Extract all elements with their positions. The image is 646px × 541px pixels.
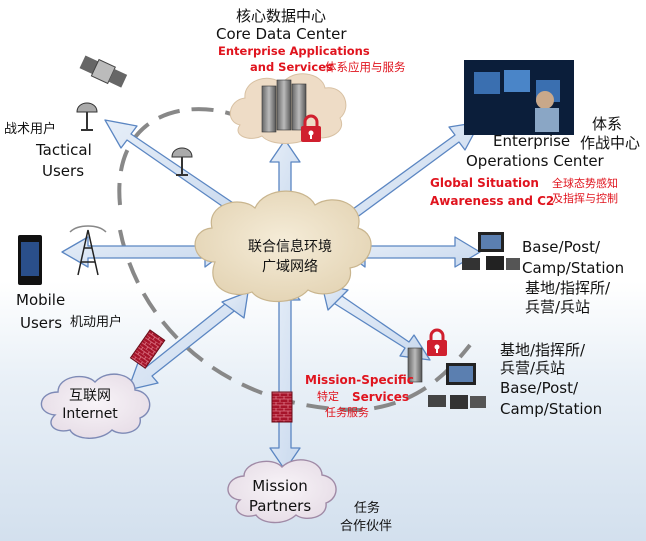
base-top-en-2: Camp/Station [522, 259, 625, 277]
dish-icon-2 [171, 147, 193, 176]
core-services-en-2: and Services [250, 60, 333, 74]
phone-icon [18, 235, 42, 285]
internet-en: Internet [62, 406, 118, 422]
arrow-internet-head [221, 291, 249, 319]
dish-icon-1 [76, 102, 98, 131]
lock-icon-base [427, 328, 447, 356]
base-top-cn-1: 基地/指挥所/ [525, 279, 611, 297]
workstations-top [462, 232, 520, 270]
operations-cn-2: 作战中心 [580, 134, 641, 152]
mobile-cn: 机动用户 [70, 315, 123, 330]
arrow-operations [334, 121, 481, 230]
partners-cn-2: 合作伙伴 [340, 519, 393, 534]
tactical-cn: 战术用户 [4, 122, 57, 137]
tactical-en-1: Tactical [36, 141, 92, 159]
operations-cn-1: 体系 [592, 115, 623, 133]
awareness-en-1: Global Situation [430, 176, 539, 190]
partners-en-1: Mission [252, 477, 308, 495]
core-title-cn: 核心数据中心 [235, 7, 326, 25]
mobile-en-1: Mobile [16, 291, 66, 309]
hub-label-1: 联合信息环境 [248, 239, 332, 255]
awareness-en-2: Awareness and C2 [430, 194, 555, 208]
core-title-en: Core Data Center [216, 25, 347, 43]
radio-tower-icon [69, 225, 107, 276]
awareness-cn-1: 全球态势感知 [552, 177, 618, 190]
satellite-icon [79, 55, 128, 88]
arrow-tactical [104, 119, 252, 223]
core-services-en-1: Enterprise Applications [218, 44, 370, 58]
internet-cloud [40, 373, 151, 439]
core-services-cn: 体系应用与服务 [325, 60, 406, 74]
mobile-en-2: Users [20, 314, 63, 332]
hub-cloud [194, 190, 372, 303]
base-bottom-en-2: Camp/Station [500, 400, 603, 418]
firewall-internet [129, 329, 166, 369]
arrow-base-bottom [331, 293, 431, 361]
workstations-bottom [407, 347, 486, 409]
base-bottom-cn-2: 兵营/兵站 [500, 359, 566, 377]
base-top-cn-2: 兵营/兵站 [525, 298, 591, 316]
hub-label-2: 广域网络 [262, 259, 318, 275]
mission-services-en-2: Services [352, 390, 410, 404]
arrow-mobile [61, 236, 206, 268]
base-top-en-1: Base/Post/ [522, 238, 601, 256]
server-rack [261, 79, 307, 133]
operations-en-1: Enterprise [493, 132, 571, 150]
mission-services-cn-2: 任务服务 [325, 406, 369, 419]
partners-cn-1: 任务 [354, 501, 381, 516]
partners-en-2: Partners [248, 497, 312, 515]
tactical-en-2: Users [42, 162, 85, 180]
awareness-cn-2: 及指挥与控制 [552, 192, 618, 205]
lock-icon-core [301, 114, 321, 142]
base-bottom-cn-1: 基地/指挥所/ [500, 341, 586, 359]
operations-center-photo [464, 60, 574, 135]
mission-services-cn-1: 特定 [317, 390, 339, 403]
operations-en-2: Operations Center [466, 152, 604, 170]
arrow-partners [269, 299, 301, 471]
mission-services-en-1: Mission-Specific [305, 373, 414, 387]
internet-cn: 互联网 [69, 388, 111, 404]
partners-cloud [227, 459, 337, 524]
firewall-partners [271, 391, 293, 423]
base-bottom-en-1: Base/Post/ [500, 379, 579, 397]
